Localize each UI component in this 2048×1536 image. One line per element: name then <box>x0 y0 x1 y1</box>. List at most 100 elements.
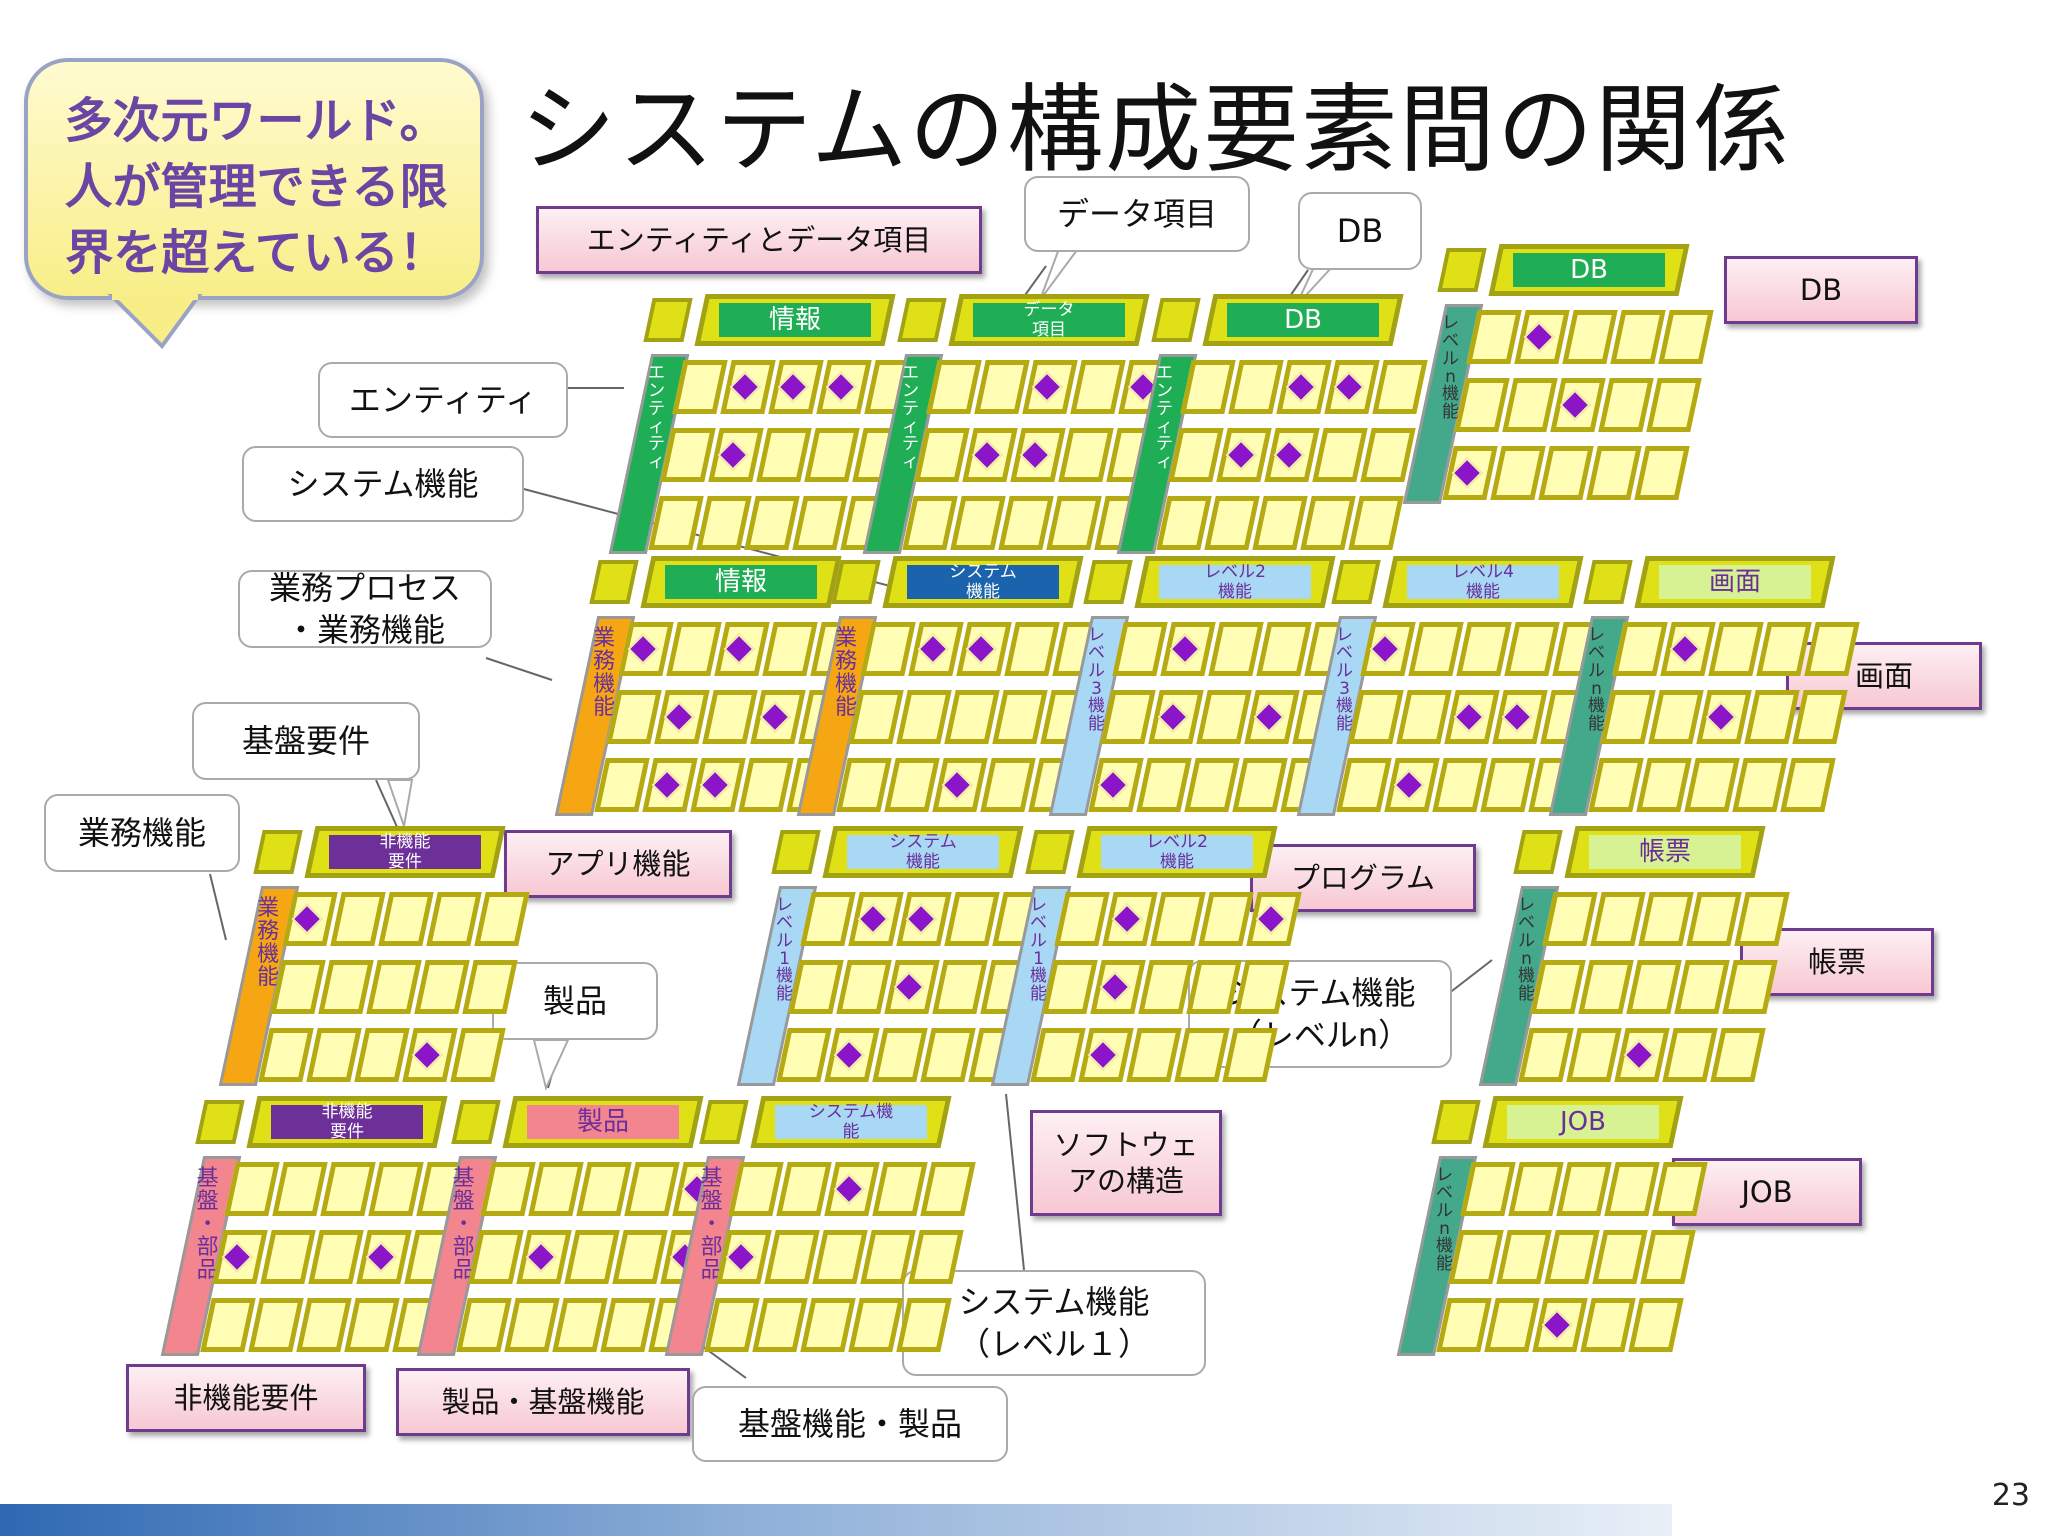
table-cell <box>248 1298 304 1352</box>
table-cell <box>764 1230 820 1284</box>
table-cell <box>1252 496 1308 550</box>
table-header-text: 非機能 <box>321 1102 373 1122</box>
table-cell <box>1208 622 1264 676</box>
table-header: 情報 <box>694 294 896 346</box>
table-cell <box>944 690 1000 744</box>
table-cell <box>1496 1230 1552 1284</box>
table-cell <box>1070 360 1126 414</box>
hero-line: 界を超えている！ <box>65 225 447 281</box>
table-cell <box>528 1162 584 1216</box>
table-cell <box>1592 1230 1648 1284</box>
table-cell <box>576 1162 632 1216</box>
table-header: 非機能要件 <box>304 826 506 878</box>
table-header-text: 機能 <box>1160 852 1194 872</box>
table-cell <box>1646 378 1702 432</box>
table-header-text: DB <box>1570 255 1608 285</box>
table-cap <box>1151 298 1201 342</box>
table-cell <box>812 1230 868 1284</box>
side-char: 業 <box>835 626 858 651</box>
side-char: ン <box>1156 380 1174 401</box>
table-cell <box>306 1028 362 1082</box>
table-cell <box>1256 622 1312 676</box>
label-product-base-function: 製品・基盤機能 <box>396 1368 690 1436</box>
table-cell <box>1780 758 1836 812</box>
table-cell <box>474 892 530 946</box>
table-cell <box>344 1298 400 1352</box>
table-cell <box>1634 446 1690 500</box>
label-program: プログラム <box>1250 844 1476 912</box>
table-cell <box>792 496 848 550</box>
side-char: 部 <box>196 1235 219 1261</box>
table-header-text: システム <box>889 832 957 852</box>
table-header-text: 製品 <box>576 1107 629 1137</box>
table-cell <box>1300 496 1356 550</box>
table-cell <box>1580 1298 1636 1352</box>
table-cap <box>643 298 693 342</box>
table-header-text: 能 <box>842 1122 860 1142</box>
table-header-text: 情報 <box>714 567 767 597</box>
table-cell <box>1626 960 1682 1014</box>
table-cell <box>1628 1298 1684 1352</box>
label-app-function: アプリ機能 <box>504 830 732 898</box>
callout-system-function-level-1: システム機能 （レベル１） <box>902 1270 1206 1376</box>
table-header: システム機能 <box>882 556 1084 608</box>
table-cell <box>426 892 482 946</box>
table-header-text: DB <box>1284 305 1322 335</box>
table-cap <box>195 1100 245 1144</box>
table-cell <box>696 496 752 550</box>
callout-db: DB <box>1298 192 1422 270</box>
table-cell <box>1648 690 1704 744</box>
side-char: ・ <box>700 1212 723 1238</box>
callout-base-function-product: 基盤機能・製品 <box>692 1386 1008 1462</box>
table-cell <box>1504 622 1560 676</box>
table-cap <box>897 298 947 342</box>
table-cell <box>1722 960 1778 1014</box>
side-char: テ <box>902 398 920 419</box>
table-cell <box>744 496 800 550</box>
table-cell <box>932 960 988 1014</box>
table-cell <box>762 622 818 676</box>
label-line: アの構造 <box>1067 1164 1184 1198</box>
side-char: 基 <box>196 1166 219 1191</box>
table-cell <box>308 1230 364 1284</box>
table-cell <box>354 1028 410 1082</box>
table-cell <box>1566 1028 1622 1082</box>
table-cell <box>318 960 374 1014</box>
table-cell <box>378 892 434 946</box>
side-char: 務 <box>835 649 858 675</box>
table-cell <box>552 1298 608 1352</box>
table-cell <box>1502 378 1558 432</box>
callout-line: （レベル１） <box>957 1325 1150 1363</box>
table-cell <box>1590 892 1646 946</box>
table-cell <box>450 1028 506 1082</box>
callout-data-item: データ項目 <box>1024 176 1250 252</box>
table-cell <box>1578 960 1634 1014</box>
callout-entity: エンティティ <box>318 362 568 438</box>
table-cell <box>920 1162 976 1216</box>
side-char: テ <box>648 398 666 419</box>
side-char: 基 <box>452 1166 475 1191</box>
table-cell <box>1138 960 1194 1014</box>
page-title: システムの構成要素間の関係 <box>520 74 1792 186</box>
side-char: ン <box>648 380 666 401</box>
side-char: ベ <box>1588 642 1606 663</box>
table-cell <box>1232 758 1288 812</box>
table-header-text: 情報 <box>768 305 821 335</box>
hero-line: 人が管理できる限 <box>64 159 448 215</box>
hero-line: 多次元ワールド。 <box>64 93 448 149</box>
table-cell <box>1198 892 1254 946</box>
page-number: 23 <box>1991 1478 2030 1513</box>
table-header: システム機能 <box>822 826 1024 878</box>
table-cell <box>1184 758 1240 812</box>
table-cell <box>1732 758 1788 812</box>
footer-bar <box>0 1504 1672 1536</box>
label-db: DB <box>1724 256 1918 324</box>
table-cell <box>804 428 860 482</box>
side-char: 盤 <box>452 1189 475 1215</box>
table-cell <box>836 960 892 1014</box>
table-header-text: データ <box>1023 300 1075 320</box>
table-header-text: 要件 <box>330 1122 364 1142</box>
table-cell <box>414 960 470 1014</box>
speech-bubble-text: 多次元ワールド。 人が管理できる限 界を超えている！ <box>36 88 476 286</box>
side-char: ン <box>902 380 920 401</box>
